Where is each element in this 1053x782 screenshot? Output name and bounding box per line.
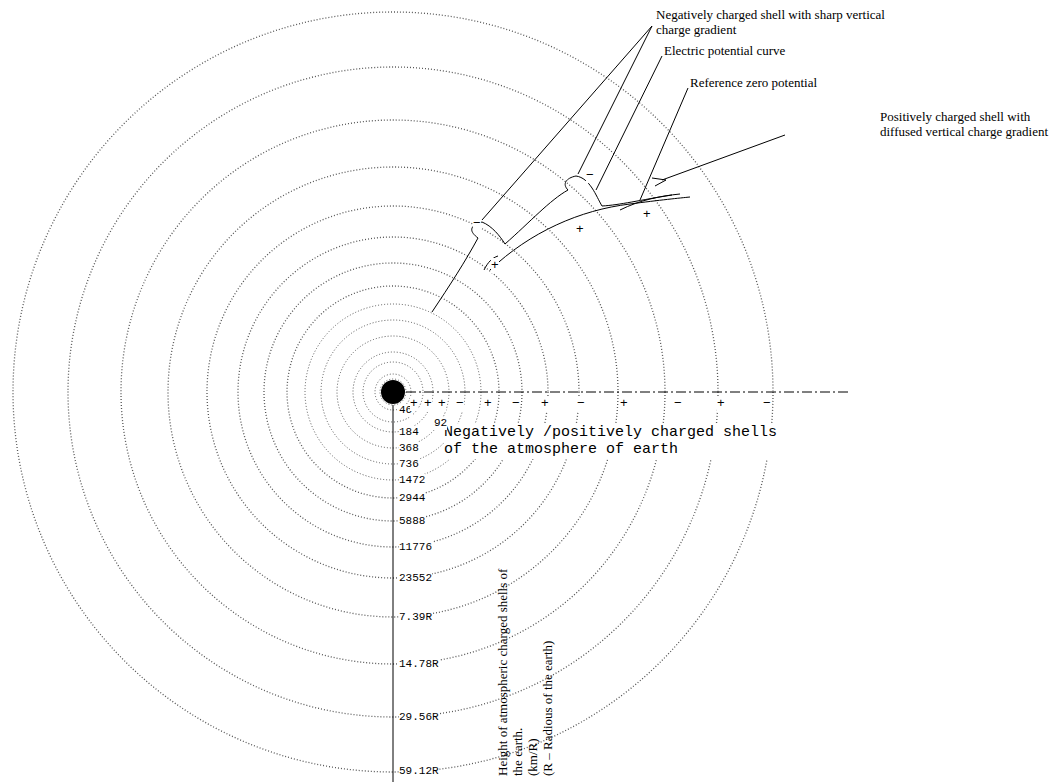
charge-sign: − bbox=[763, 396, 771, 411]
reference-zero-potential bbox=[490, 197, 690, 270]
axis-title-line: Height of atmospheric charged shells of … bbox=[496, 564, 526, 776]
height-value: 14.78R bbox=[399, 658, 439, 671]
axis-title-line: (R – Radious of the earth) bbox=[541, 564, 556, 776]
charged-shell-ring bbox=[380, 379, 406, 405]
height-value: 7.39R bbox=[399, 611, 432, 624]
charge-sign: + bbox=[541, 396, 549, 411]
height-value: 29.56R bbox=[399, 711, 439, 724]
axis-title-line: (km/R) bbox=[526, 564, 541, 776]
charge-sign: − bbox=[577, 396, 585, 411]
charge-sign: + bbox=[576, 222, 584, 237]
height-value: 11776 bbox=[399, 541, 432, 554]
charge-sign: − bbox=[674, 396, 682, 411]
shell-note: Positively charged shell with diffused v… bbox=[880, 110, 1052, 140]
charge-sign: − bbox=[473, 216, 481, 231]
leader-line bbox=[596, 56, 662, 190]
leader-line bbox=[662, 135, 785, 180]
height-value: 1472 bbox=[399, 474, 425, 487]
height-axis bbox=[393, 405, 394, 782]
leader-line bbox=[640, 88, 688, 200]
radial-axis bbox=[406, 392, 850, 393]
charge-sign: + bbox=[424, 396, 432, 411]
charge-sign: + bbox=[620, 396, 628, 411]
charge-sign: − bbox=[586, 168, 594, 183]
curve-note: Electric potential curve bbox=[664, 44, 785, 59]
charge-sign: + bbox=[484, 396, 492, 411]
height-value: 184 bbox=[399, 426, 419, 439]
height-value: 92 bbox=[434, 417, 447, 430]
charge-sign: + bbox=[717, 396, 725, 411]
height-value: 23552 bbox=[399, 572, 432, 585]
electric-potential-curve bbox=[432, 176, 672, 312]
charge-sign: − bbox=[456, 396, 464, 411]
charge-sign: + bbox=[643, 207, 651, 222]
height-value: 5888 bbox=[399, 515, 425, 528]
height-value: 59.12R bbox=[399, 765, 439, 778]
shell-note: Negatively charged shell with sharp vert… bbox=[656, 8, 896, 38]
height-value: 368 bbox=[399, 442, 419, 455]
charge-sign: + bbox=[438, 396, 446, 411]
charge-sign: + bbox=[491, 258, 499, 273]
charge-sign: + bbox=[410, 396, 418, 411]
axis-caption: Negatively /positively charged shells of… bbox=[444, 424, 784, 459]
zero-note: Reference zero potential bbox=[690, 76, 817, 91]
height-value: 2944 bbox=[399, 492, 425, 505]
arrow-tip bbox=[652, 178, 666, 186]
leader-line bbox=[482, 26, 652, 220]
height-value: 736 bbox=[399, 458, 419, 471]
earth-disk bbox=[381, 380, 405, 404]
charge-sign: − bbox=[512, 396, 520, 411]
axis-title: Height of atmospheric charged shells of … bbox=[496, 564, 556, 776]
